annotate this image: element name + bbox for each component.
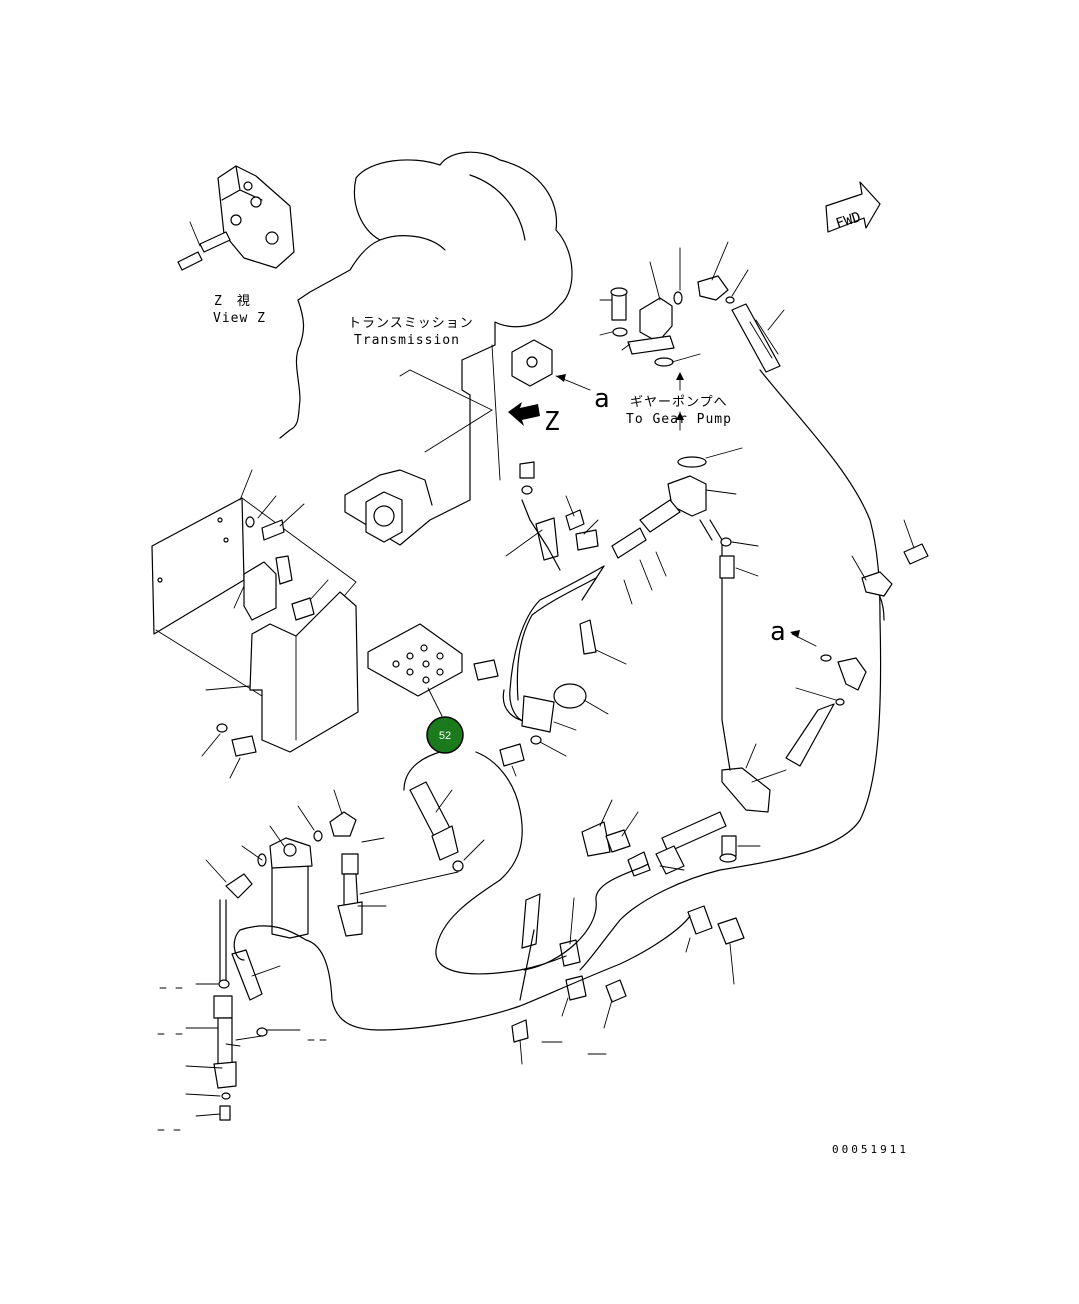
center-pipe [499,461,667,777]
callout-52[interactable]: 52 [426,716,464,754]
view-z-label-jp: Z 視 [214,294,251,309]
right-fitting-group [721,630,867,813]
gear-pump-label-jp: ギヤーポンプへ [630,395,728,410]
ref-a-right: a [770,617,786,647]
callout-52-number[interactable]: 52 [439,730,451,742]
center-hose-fittings [581,799,761,877]
arrow-z-label: Z [544,407,560,437]
ref-a-top: a [594,384,610,414]
view-z-arrow-icon [508,402,540,426]
pump-pipe-bolt [719,537,759,579]
center-hose [403,751,567,975]
transmission-housing [279,151,573,546]
view-z-label-en: View Z [213,311,266,326]
lower-left-hoses [157,863,691,1131]
lower-clamps [511,893,745,1065]
transmission-label-en: Transmission [354,333,460,348]
line-filter [205,789,459,939]
transmission-label-jp: トランスミッション [348,316,474,331]
connector-block [511,339,591,391]
pump-elbow-and-hose [509,447,743,771]
fwd-label: FWD [834,209,863,232]
callout-52-circle[interactable] [426,716,464,754]
gear-pump-label-en: To Gear Pump [626,412,732,427]
view-z-valve [177,165,295,271]
tank-bolts [201,469,499,779]
drawing-code: 00051911 [832,1143,909,1156]
gear-pump-fittings [599,241,785,431]
fwd-arrow-icon [825,181,881,233]
right-return-hose [579,369,929,971]
hydraulic-tank [151,497,463,753]
